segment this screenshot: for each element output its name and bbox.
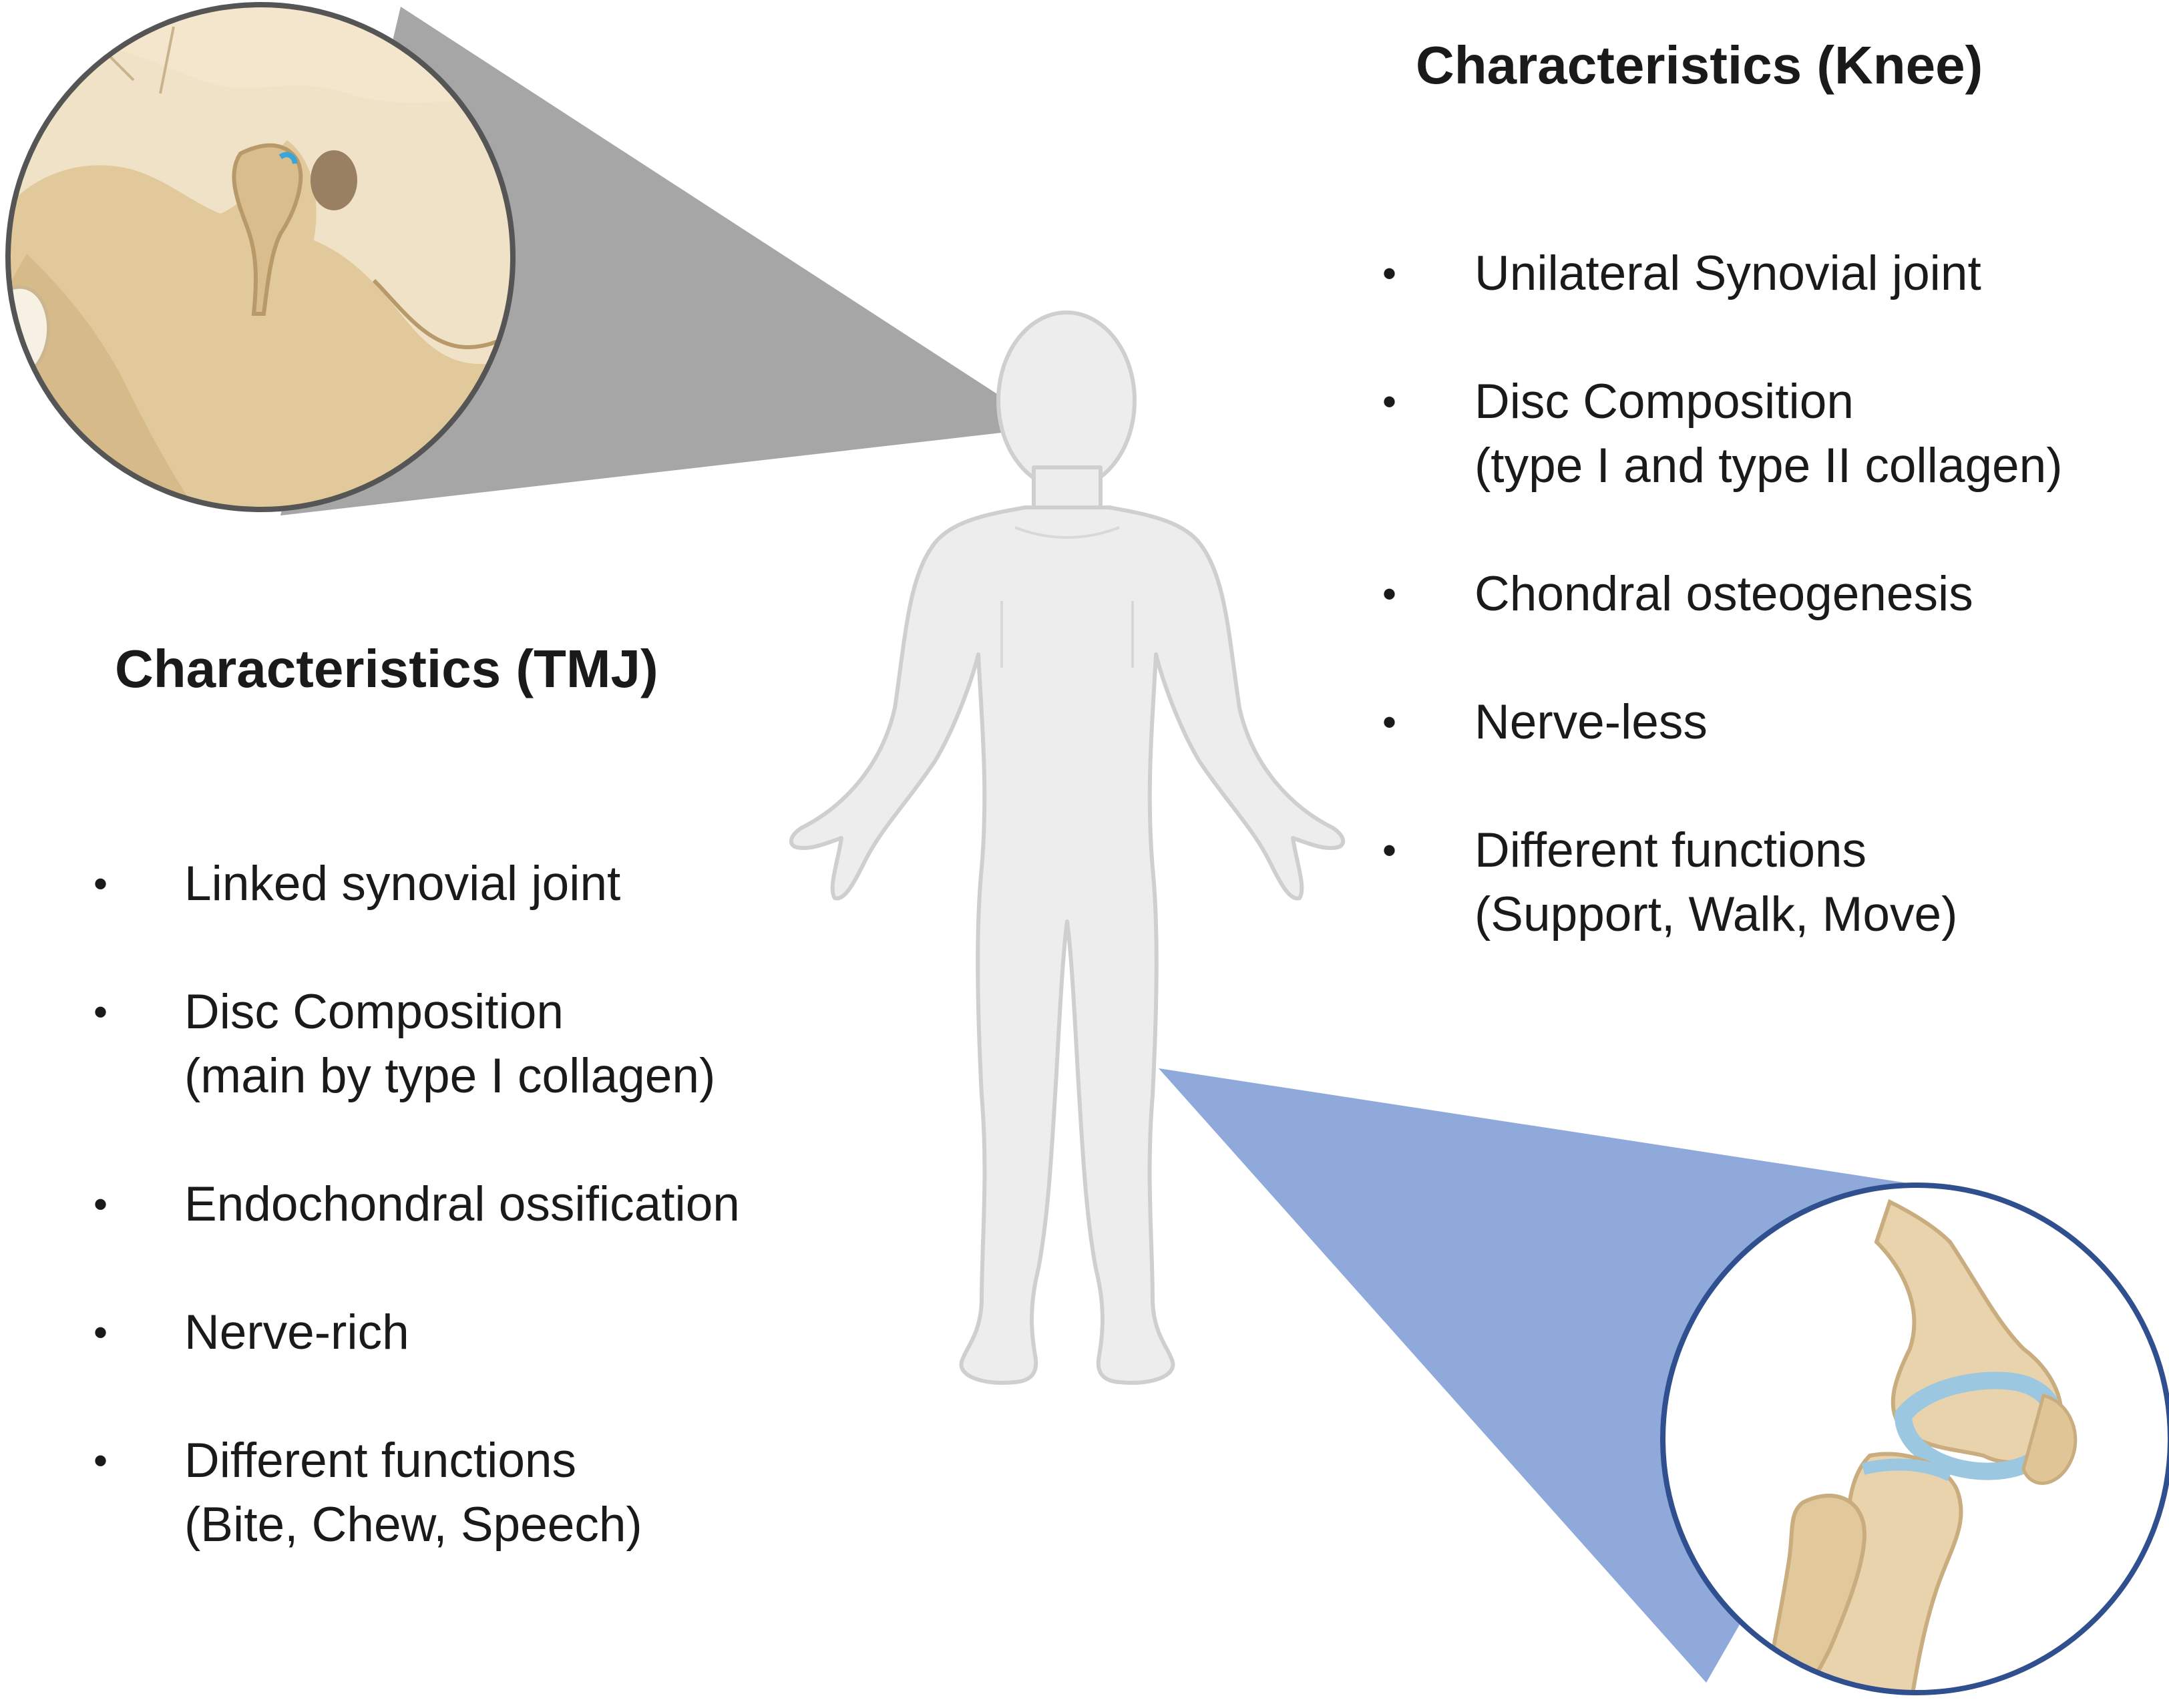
bullet-icon: • xyxy=(93,990,108,1034)
knee-characteristics-list: • Unilateral Synovial joint • Disc Compo… xyxy=(1382,242,2164,1011)
tmj-item-text: Endochondral ossification xyxy=(184,1177,740,1231)
tmj-list-item: • Disc Composition (main by type I colla… xyxy=(93,980,895,1108)
tmj-characteristics-list: • Linked synovial joint • Disc Compositi… xyxy=(93,852,895,1621)
bullet-icon: • xyxy=(1382,379,1397,424)
knee-item-text: Unilateral Synovial joint xyxy=(1474,246,1981,300)
bullet-icon: • xyxy=(1382,828,1397,873)
tmj-characteristics-heading: Characteristics (TMJ) xyxy=(115,639,658,698)
knee-list-item: • Disc Composition (type I and type II c… xyxy=(1382,370,2164,498)
tmj-list-item: • Nerve-rich xyxy=(93,1301,895,1365)
knee-list-item: • Unilateral Synovial joint xyxy=(1382,242,2164,306)
knee-item-text: Nerve-less xyxy=(1474,695,1708,749)
knee-zoom-illustration xyxy=(1663,1185,2169,1693)
human-body-figure xyxy=(789,310,1346,1385)
bullet-icon: • xyxy=(93,1182,108,1227)
tmj-zoom-circle-border xyxy=(5,2,516,512)
knee-item-subtext: (Support, Walk, Move) xyxy=(1474,887,1958,941)
tmj-item-text: Nerve-rich xyxy=(184,1305,409,1359)
knee-item-text: Different functions xyxy=(1474,823,1867,877)
bullet-icon: • xyxy=(93,861,108,906)
knee-list-item: • Different functions (Support, Walk, Mo… xyxy=(1382,819,2164,947)
knee-item-text: Disc Composition xyxy=(1474,375,1854,429)
knee-list-item: • Chondral osteogenesis xyxy=(1382,562,2164,626)
bullet-icon: • xyxy=(1382,251,1397,296)
bullet-icon: • xyxy=(1382,700,1397,744)
knee-zoom-circle-border xyxy=(1660,1183,2169,1695)
tmj-list-item: • Different functions (Bite, Chew, Speec… xyxy=(93,1429,895,1557)
tmj-item-text: Different functions xyxy=(184,1434,577,1488)
tmj-list-item: • Endochondral ossification xyxy=(93,1172,895,1237)
bullet-icon: • xyxy=(1382,572,1397,616)
tmj-item-subtext: (main by type I collagen) xyxy=(184,1049,716,1103)
bullet-icon: • xyxy=(93,1438,108,1483)
knee-item-text: Chondral osteogenesis xyxy=(1474,567,1973,621)
knee-item-subtext: (type I and type II collagen) xyxy=(1474,439,2063,493)
knee-list-item: • Nerve-less xyxy=(1382,690,2164,755)
tmj-list-item: • Linked synovial joint xyxy=(93,852,895,916)
knee-characteristics-heading: Characteristics (Knee) xyxy=(1416,35,1983,95)
bullet-icon: • xyxy=(93,1310,108,1355)
tmj-item-text: Linked synovial joint xyxy=(184,857,621,911)
tmj-item-text: Disc Composition xyxy=(184,985,564,1039)
tmj-item-subtext: (Bite, Chew, Speech) xyxy=(184,1498,642,1552)
